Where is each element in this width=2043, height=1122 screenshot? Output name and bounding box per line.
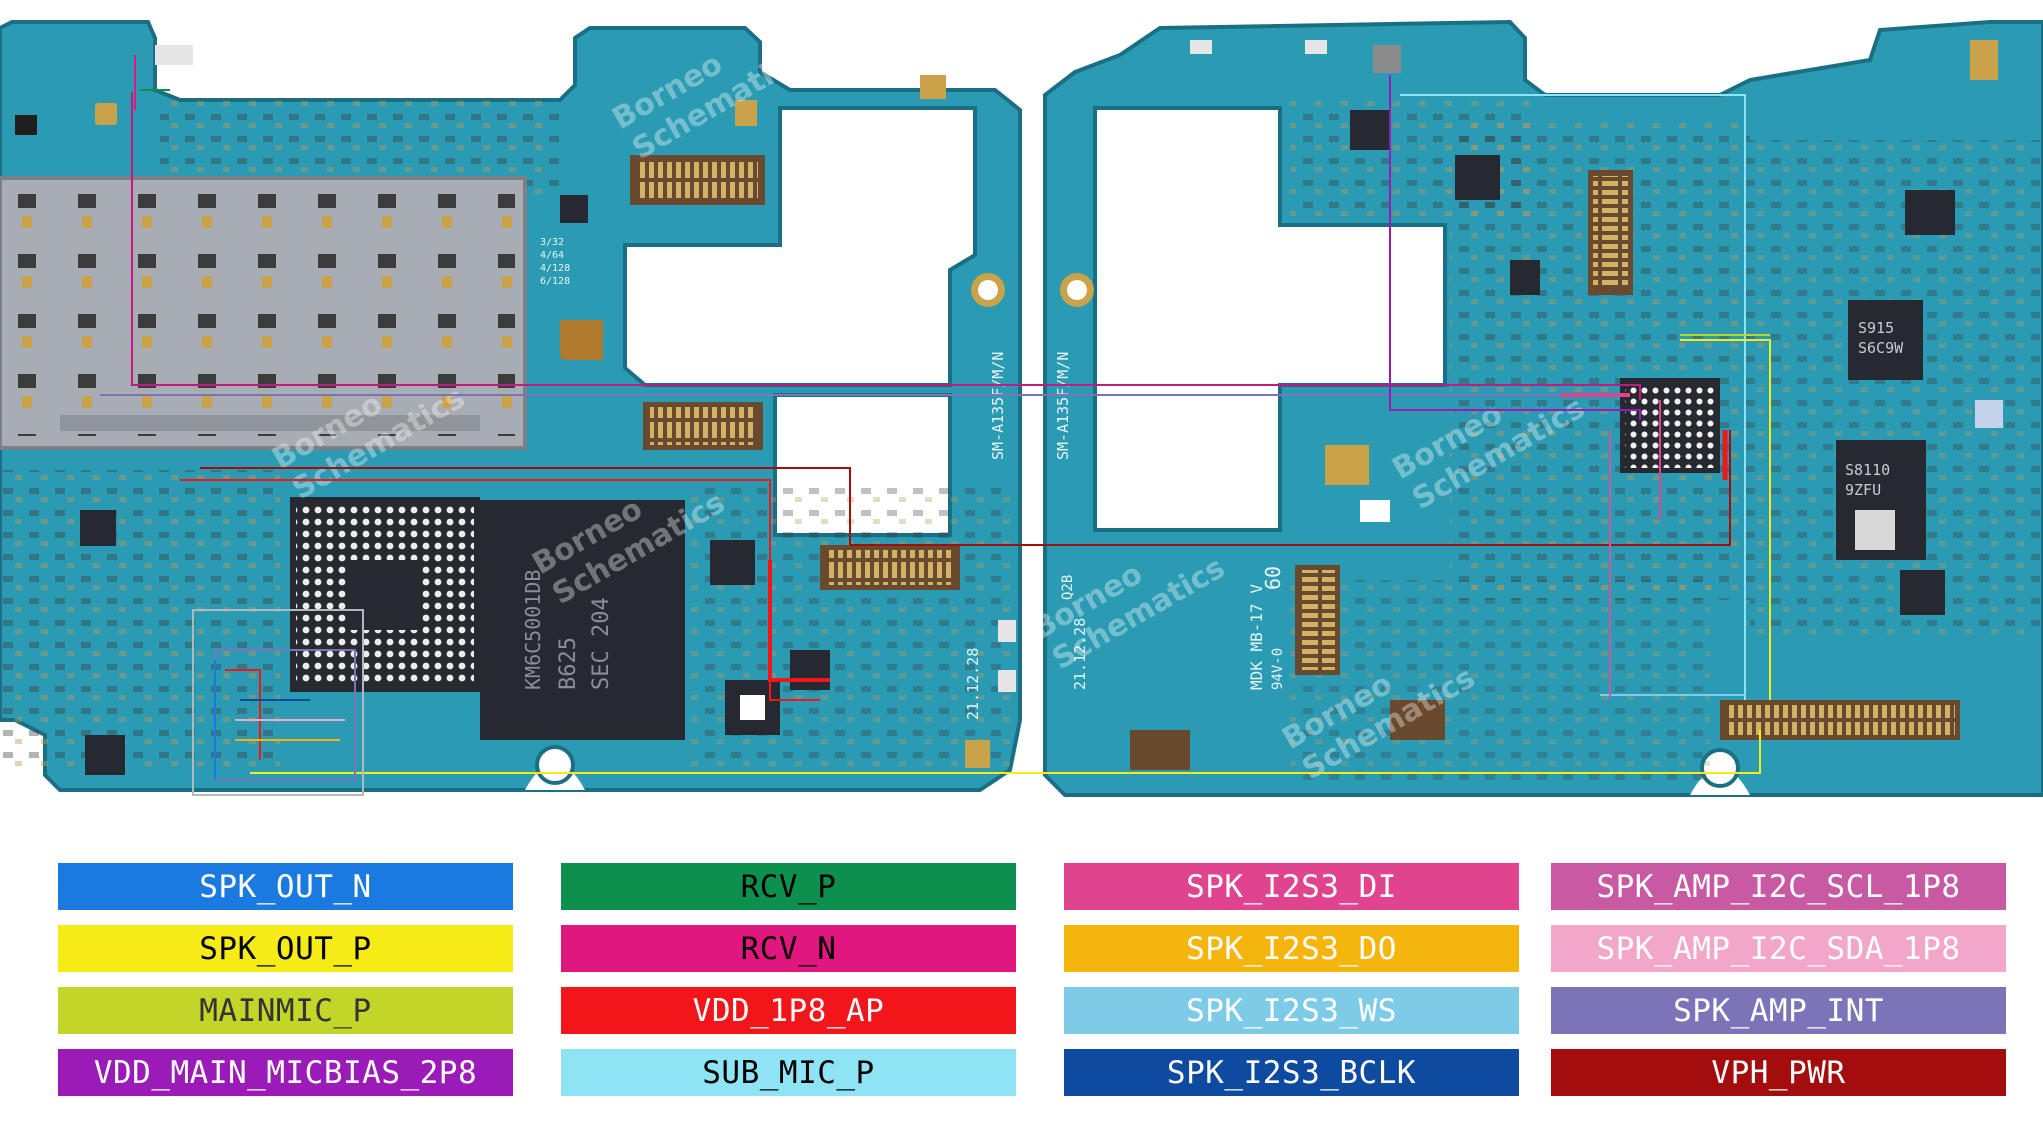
rev-silkscreen: 94V-0 xyxy=(1270,648,1286,690)
soc-bga xyxy=(290,497,480,692)
right-model-silkscreen: SM-A135F/M/N xyxy=(1054,352,1072,460)
right-chip-b-text1: S8110 xyxy=(1845,461,1890,479)
legend-item-spk-amp-i2c-scl-1p8: SPK_AMP_I2C_SCL_1P8 xyxy=(1551,863,2006,910)
q2b-silkscreen: Q2B xyxy=(1060,575,1076,600)
legend-item-vdd-1p8-ap: VDD_1P8_AP xyxy=(561,987,1016,1034)
trace-spk-out-p xyxy=(250,730,1761,774)
right-chip-b: S8110 9ZFU xyxy=(1836,440,1926,560)
trace-sub-mic xyxy=(1400,94,1746,700)
legend-item-spk-out-p: SPK_OUT_P xyxy=(58,925,513,972)
legend-item-spk-amp-int: SPK_AMP_INT xyxy=(1551,987,2006,1034)
right-chip-a: S915 S6C9W xyxy=(1848,300,1923,380)
legend-item-spk-amp-i2c-sda-1p8: SPK_AMP_I2C_SDA_1P8 xyxy=(1551,925,2006,972)
connector-right-bottom xyxy=(1720,700,1960,740)
left-model-silkscreen: SM-A135F/M/N xyxy=(989,352,1007,460)
mdk-silkscreen: MDK MB-17 V xyxy=(1247,584,1266,690)
right-chip-b-text2: 9ZFU xyxy=(1845,481,1881,499)
trace-micbias xyxy=(1389,75,1641,420)
memory-chip-label-c: KM6C5001DB xyxy=(521,570,545,690)
right-date-silkscreen: 21.12.28 xyxy=(1071,618,1089,690)
trace-rcv-n xyxy=(131,92,1641,400)
connector-top-left xyxy=(630,155,765,205)
connector-right-mid xyxy=(1295,565,1340,675)
pmic-bga xyxy=(1620,378,1720,473)
pcb-diagram: SEC 204 B625 KM6C5001DB SM-A135F/M/N 21.… xyxy=(0,19,2043,797)
trace-cluster-box xyxy=(192,609,364,796)
left-date-silkscreen: 21.12.28 xyxy=(964,648,982,720)
legend-item-spk-i2s3-bclk: SPK_I2S3_BCLK xyxy=(1064,1049,1519,1096)
legend-item-vdd-main-micbias-2p8: VDD_MAIN_MICBIAS_2P8 xyxy=(58,1049,513,1096)
legend-item-spk-i2s3-do: SPK_I2S3_DO xyxy=(1064,925,1519,972)
legend-item-rcv-n: RCV_N xyxy=(561,925,1016,972)
signal-traces xyxy=(100,55,1771,796)
legend-item-spk-out-n: SPK_OUT_N xyxy=(58,863,513,910)
legend-item-sub-mic-p: SUB_MIC_P xyxy=(561,1049,1016,1096)
legend-item-rcv-p: RCV_P xyxy=(561,863,1016,910)
trace-red-mid xyxy=(768,560,830,682)
memory-chip: SEC 204 B625 KM6C5001DB xyxy=(480,500,685,740)
connector-right-left xyxy=(820,545,960,590)
right-board: S915 S6C9W S8110 9ZFU SM-A135F/M/N 21.12… xyxy=(1043,19,2043,797)
signal-legend: SPK_OUT_N RCV_P SPK_I2S3_DI SPK_AMP_I2C_SCL… xyxy=(0,850,2043,1122)
connector-right-top xyxy=(1588,170,1633,295)
right-chip-a-text1: S915 xyxy=(1858,319,1894,337)
right-chip-a-text2: S6C9W xyxy=(1858,339,1904,357)
connector-mid-left xyxy=(643,402,763,450)
legend-item-mainmic-p: MAINMIC_P xyxy=(58,987,513,1034)
memory-chip-label-a: SEC 204 xyxy=(589,597,614,690)
num-silkscreen: 60 xyxy=(1261,566,1285,590)
left-board: SEC 204 B625 KM6C5001DB SM-A135F/M/N 21.… xyxy=(0,20,1022,792)
memory-chip-label-b: B625 xyxy=(556,637,581,690)
legend-item-spk-i2s3-ws: SPK_I2S3_WS xyxy=(1064,987,1519,1034)
trace-vdd-1p8-local xyxy=(225,669,261,760)
legend-item-vph-pwr: VPH_PWR xyxy=(1551,1049,2006,1096)
legend-item-spk-i2s3-di: SPK_I2S3_DI xyxy=(1064,863,1519,910)
trace-vph-pwr xyxy=(200,430,1731,546)
trace-spk-out-p-2 xyxy=(1680,339,1771,700)
